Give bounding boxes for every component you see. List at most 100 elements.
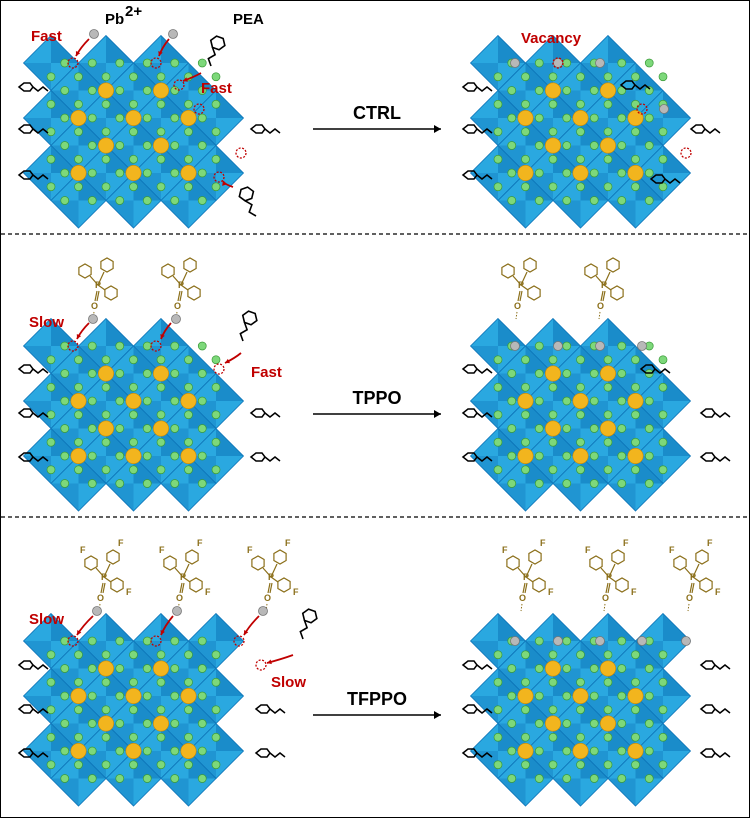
phenyl-ring [277, 577, 291, 593]
octahedron-shade [78, 641, 106, 669]
halide-ion [589, 396, 599, 406]
octahedron-shade [216, 723, 244, 751]
octahedron-shade [106, 90, 134, 118]
a-site-cation [153, 82, 170, 99]
halide-ion [631, 72, 640, 82]
halide-ion [46, 99, 56, 109]
octahedron-shade [608, 318, 636, 346]
halide-ion [170, 369, 180, 378]
phenyl-ring [273, 549, 287, 565]
octahedron-shade [525, 173, 553, 201]
oxygen-label: O [97, 593, 104, 603]
pea-molecule [649, 174, 681, 184]
halide-ion [631, 410, 640, 420]
halide-ion [534, 451, 544, 461]
octahedron-shade [51, 723, 79, 751]
halide-ion [184, 99, 193, 109]
halide-ion [521, 72, 530, 82]
halide-ion [129, 72, 138, 82]
halide-ion [562, 369, 572, 378]
halide-ion [548, 465, 558, 475]
pea-molecule [461, 408, 493, 418]
halide-ion [534, 141, 544, 150]
octahedron-shade [470, 63, 498, 91]
a-site-cation [599, 715, 616, 732]
phenyl-ring [589, 555, 603, 571]
halide-ion [521, 760, 530, 770]
pb-ion [595, 636, 605, 646]
pb-ion [595, 58, 605, 68]
halide-ion [87, 86, 97, 95]
perovskite-lattice [22, 612, 245, 807]
octahedron-shade [23, 696, 51, 724]
phenyl-ring [611, 549, 625, 565]
halide-ion [617, 58, 627, 68]
halide-ion [60, 774, 70, 783]
halide-ion [156, 760, 166, 770]
halide-ion [507, 691, 517, 701]
halide-ion [129, 382, 138, 392]
halide-ion [631, 677, 640, 687]
octahedron-shade [608, 613, 636, 641]
a-site-cation [70, 165, 87, 182]
pb-ion [637, 341, 647, 351]
halide-ion [46, 154, 56, 164]
octahedron-shade [525, 118, 553, 146]
halide-ion [617, 479, 627, 488]
halide-ion [101, 650, 111, 660]
octahedron-shade [216, 428, 244, 456]
halide-ion [521, 410, 530, 420]
tppo-molecule: PO [501, 257, 541, 320]
halide-ion [184, 437, 193, 447]
a-site-cation [70, 392, 87, 409]
octahedron-shade [188, 346, 216, 374]
octahedron-shade [106, 483, 134, 511]
halide-ion [197, 691, 207, 701]
phenyl-ring [615, 577, 629, 593]
halide-ion [576, 732, 585, 742]
pb-ion [510, 341, 520, 351]
halide-ion [617, 341, 627, 351]
arrow-head [225, 358, 230, 364]
phenyl-ring [606, 257, 620, 273]
halide-ion [115, 341, 125, 351]
halide-ion [60, 691, 70, 701]
halide-ion [562, 396, 572, 406]
halide-ion [548, 99, 558, 109]
perovskite-lattice [469, 612, 692, 807]
halide-ion [87, 664, 97, 673]
halide-ion [101, 705, 111, 715]
pb-ion [595, 341, 605, 351]
pb-ion [88, 314, 98, 324]
a-site-cation [153, 420, 170, 437]
halide-ion [631, 732, 640, 742]
halide-ion [156, 99, 166, 109]
halide-ion [211, 437, 221, 447]
a-site-cation [572, 742, 589, 759]
halide-ion [658, 677, 668, 687]
halide-ion [521, 437, 530, 447]
halide-ion [631, 705, 640, 715]
halide-ion [142, 86, 152, 95]
halide-ion [87, 691, 97, 701]
condition-label: TPPO [352, 388, 401, 408]
octahedron-shade [133, 173, 161, 201]
octahedron-shade [23, 751, 51, 779]
octahedron-shade [161, 373, 189, 401]
pea-molecule [461, 704, 493, 714]
halide-ion [211, 99, 221, 109]
pea-molecule [17, 82, 49, 92]
halide-ion [562, 479, 572, 488]
halide-ion [644, 396, 654, 406]
octahedron-shade [51, 778, 79, 806]
a-site-cation [180, 742, 197, 759]
halide-ion [589, 113, 599, 123]
halide-ion [197, 451, 207, 461]
halide-ion [46, 465, 56, 475]
halide-ion [493, 760, 503, 770]
octahedron-shade [580, 118, 608, 146]
phenyl-ring [106, 549, 120, 565]
halide-ion [197, 58, 207, 68]
